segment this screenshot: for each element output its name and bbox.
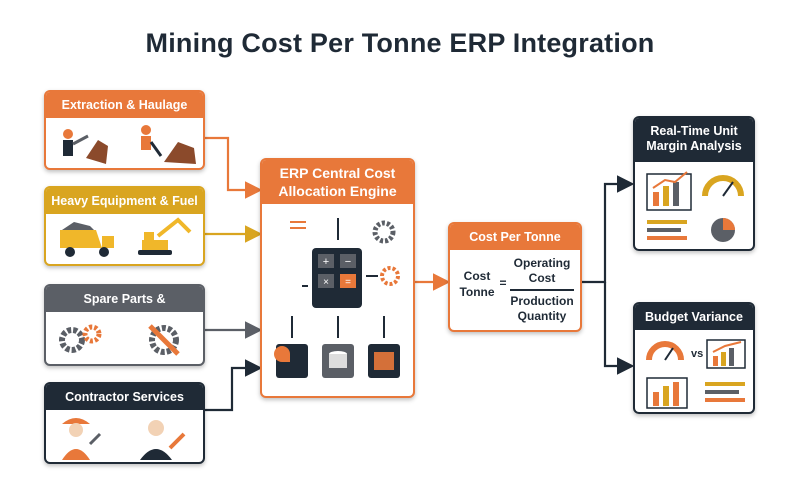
- input-label: Contractor Services: [46, 384, 203, 410]
- formula-lhs: Cost Tonne: [459, 269, 495, 299]
- formula-denominator: Production Quantity: [510, 294, 574, 323]
- dump-truck-excavator-icon: [60, 217, 192, 257]
- input-spare-parts-maintenance: Spare Parts & Maintenance: [44, 284, 205, 366]
- excavator-worker-icon: [63, 125, 196, 164]
- formula-equals: =: [499, 276, 507, 290]
- output-unit-margin-analysis: Real-Time Unit Margin Analysis: [633, 116, 755, 251]
- erp-engine-box: ERP Central Cost Allocation Engine + − ×…: [260, 158, 415, 398]
- svg-text:−: −: [345, 256, 351, 268]
- formula-numerator: Operating Cost: [513, 256, 571, 285]
- input-label: Extraction & Haulage: [46, 92, 203, 118]
- calculator-icon: + − × =: [274, 218, 400, 378]
- page-title: Mining Cost Per Tonne ERP Integration: [145, 28, 655, 58]
- fraction-bar: [510, 289, 574, 291]
- gears-wrench-icon: [59, 324, 180, 356]
- output-label: Real-Time Unit Margin Analysis: [635, 118, 753, 162]
- variance-charts-icon: [646, 339, 746, 409]
- input-label: Heavy Equipment & Fuel: [46, 188, 203, 214]
- output-budget-variance: Budget Variance vs: [633, 302, 755, 414]
- dashboard-charts-icon: [646, 171, 744, 242]
- erp-engine-label: ERP Central Cost Allocation Engine: [262, 160, 413, 204]
- input-extraction-haulage: Extraction & Haulage: [44, 90, 205, 170]
- svg-text:×: ×: [323, 277, 329, 288]
- input-contractor-services: Contractor Services: [44, 382, 205, 464]
- svg-text:=: =: [345, 277, 351, 288]
- cost-per-tonne-label: Cost Per Tonne: [450, 224, 580, 250]
- contractor-workers-icon: [62, 418, 186, 460]
- input-label: Spare Parts & Maintenance: [46, 286, 203, 332]
- input-heavy-equipment-fuel: Heavy Equipment & Fuel: [44, 186, 205, 266]
- vs-label: vs: [691, 348, 704, 360]
- cost-per-tonne-box: Cost Per Tonne Cost Tonne = Operating Co…: [448, 222, 582, 332]
- svg-text:+: +: [323, 256, 329, 268]
- output-label: Budget Variance: [635, 304, 753, 330]
